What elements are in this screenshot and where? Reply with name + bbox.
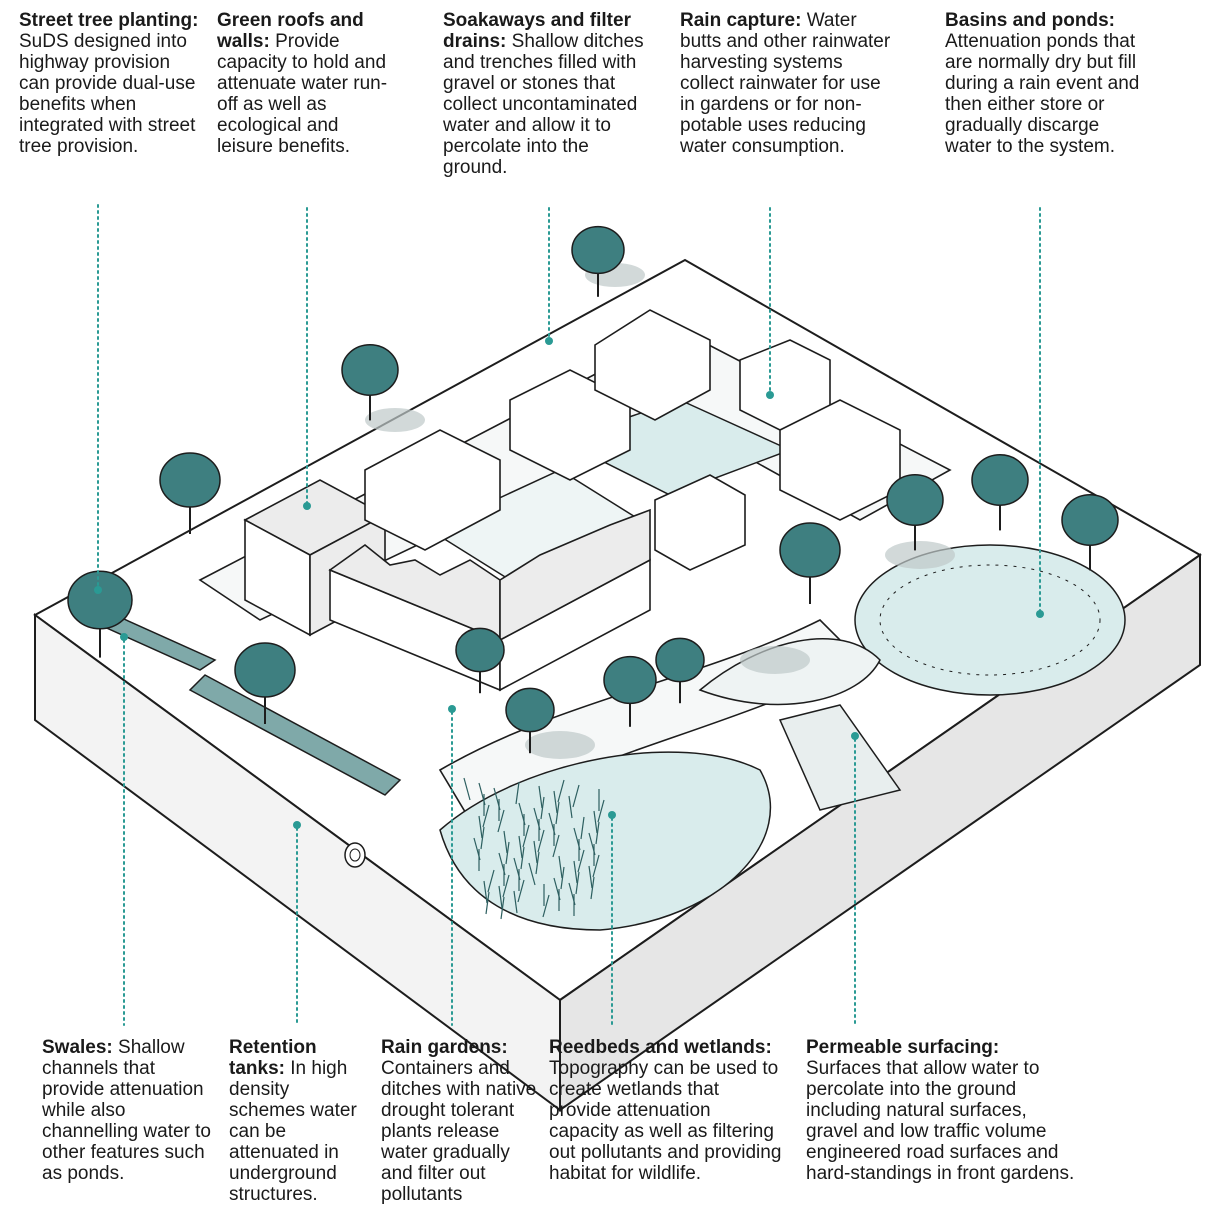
reed-stroke xyxy=(577,849,585,873)
reed-stroke xyxy=(528,862,536,886)
tree-canopy xyxy=(603,655,657,705)
label-green-roofs: Green roofs and walls: Provide capacity … xyxy=(217,10,397,157)
reed-stroke xyxy=(557,779,565,803)
tree-canopy xyxy=(971,454,1029,506)
tree-shadows xyxy=(365,263,955,759)
tree-canopy xyxy=(779,522,841,578)
label-permeable-surfacing: Permeable surfacing: Surfaces that allow… xyxy=(806,1037,1076,1184)
label-basins-ponds: Basins and ponds: Attenuation ponds that… xyxy=(945,10,1145,157)
reed-stroke xyxy=(560,866,565,890)
reed-stroke xyxy=(535,851,540,875)
label-reedbeds-wetlands: Reedbeds and wetlands: Topography can be… xyxy=(549,1037,784,1184)
label-title: Permeable surfacing: xyxy=(806,1037,1000,1058)
label-rain-gardens: Rain gardens: Containers and ditches wit… xyxy=(381,1037,541,1205)
swales xyxy=(98,614,402,796)
reed-stroke xyxy=(517,879,525,903)
reed-stroke xyxy=(497,809,505,833)
reed-stroke xyxy=(485,891,490,915)
reed-stroke xyxy=(552,834,560,858)
label-title: Soakaways and filter drains: xyxy=(443,10,631,52)
tree-canopy xyxy=(886,474,944,526)
label-text: Shallow channels that provide attenuatio… xyxy=(42,1037,211,1184)
reed-stroke xyxy=(580,816,585,840)
tree-canopy xyxy=(505,687,555,733)
tree-canopy xyxy=(234,642,296,698)
label-soakaways: Soakaways and filter drains: Shallow dit… xyxy=(443,10,658,178)
label-text: In high density schemes water can be att… xyxy=(229,1058,357,1205)
reed-stroke xyxy=(533,840,538,864)
manhole-icon xyxy=(344,842,366,868)
label-title: Rain gardens: xyxy=(381,1037,508,1058)
reed-stroke xyxy=(592,854,600,878)
label-title: Swales: xyxy=(42,1037,113,1058)
label-text: Containers and ditches with native droug… xyxy=(381,1058,537,1205)
tree-canopy xyxy=(341,344,399,396)
reed-stroke xyxy=(568,795,573,819)
label-retention-tanks: Retention tanks: In high density schemes… xyxy=(229,1037,369,1205)
reed-stroke xyxy=(502,874,510,898)
reed-stroke xyxy=(595,821,600,845)
tree-canopy xyxy=(1061,494,1119,546)
tree-canopy xyxy=(655,637,705,683)
houses xyxy=(243,309,901,692)
basin-pond xyxy=(854,544,1126,696)
trees xyxy=(67,225,1119,754)
reed-stroke xyxy=(553,790,558,814)
label-text: Surfaces that allow water to percolate i… xyxy=(806,1058,1075,1184)
reed-stroke xyxy=(522,824,530,848)
reed-stroke xyxy=(573,860,578,884)
label-title: Reedbeds and wetlands: xyxy=(549,1037,772,1058)
reed-stroke xyxy=(597,799,605,823)
label-title: Retention tanks: xyxy=(229,1037,317,1079)
label-text: Topography can be used to create wetland… xyxy=(549,1058,782,1184)
reed-stroke xyxy=(505,841,510,865)
label-text: Provide capacity to hold and attenuate w… xyxy=(217,31,388,157)
reed-stroke xyxy=(575,871,580,895)
label-text: Water butts and other rainwater harvesti… xyxy=(680,10,891,157)
label-title: Green roofs and walls: xyxy=(217,10,364,52)
label-rain-capture: Rain capture: Water butts and other rain… xyxy=(680,10,895,157)
label-title: Basins and ponds: xyxy=(945,10,1115,31)
label-text: SuDS designed into highway provision can… xyxy=(19,31,196,157)
reed-stroke xyxy=(558,855,563,879)
reed-stroke xyxy=(513,890,518,914)
label-title: Street tree planting: xyxy=(19,10,199,31)
reed-stroke xyxy=(588,865,593,889)
reed-stroke xyxy=(590,876,595,900)
reed-stroke xyxy=(478,815,483,839)
reed-stroke xyxy=(518,835,523,859)
leader-lines xyxy=(94,204,1044,1026)
wetland xyxy=(439,751,772,931)
reed-stroke xyxy=(482,804,490,828)
reed-stroke xyxy=(520,846,525,870)
label-text: Shallow ditches and trenches filled with… xyxy=(443,31,644,178)
tree-canopy xyxy=(455,627,505,673)
reed-stroke xyxy=(572,784,580,808)
reed-stroke xyxy=(555,801,560,825)
reed-stroke xyxy=(540,796,545,820)
reed-stroke xyxy=(487,869,495,893)
reed-stroke xyxy=(538,785,543,809)
reed-stroke xyxy=(480,826,485,850)
reed-stroke xyxy=(500,896,505,920)
reed-stroke xyxy=(503,830,508,854)
label-street-tree-planting: Street tree planting: SuDS designed into… xyxy=(19,10,204,157)
tree-canopy xyxy=(67,570,133,630)
label-swales: Swales: Shallow channels that provide at… xyxy=(42,1037,217,1184)
reed-stroke xyxy=(483,880,488,904)
reed-stroke xyxy=(593,810,598,834)
reed-stroke xyxy=(515,781,520,805)
reed-stroke xyxy=(537,829,545,853)
reed-stroke xyxy=(463,777,471,801)
label-text: Attenuation ponds that are normally dry … xyxy=(945,31,1140,157)
label-title: Rain capture: xyxy=(680,10,802,31)
tree-canopy xyxy=(159,452,221,508)
reedbed xyxy=(463,777,605,920)
reed-stroke xyxy=(542,894,550,918)
site-block xyxy=(33,258,1202,1112)
tree-canopy xyxy=(571,225,625,275)
reed-stroke xyxy=(498,885,503,909)
